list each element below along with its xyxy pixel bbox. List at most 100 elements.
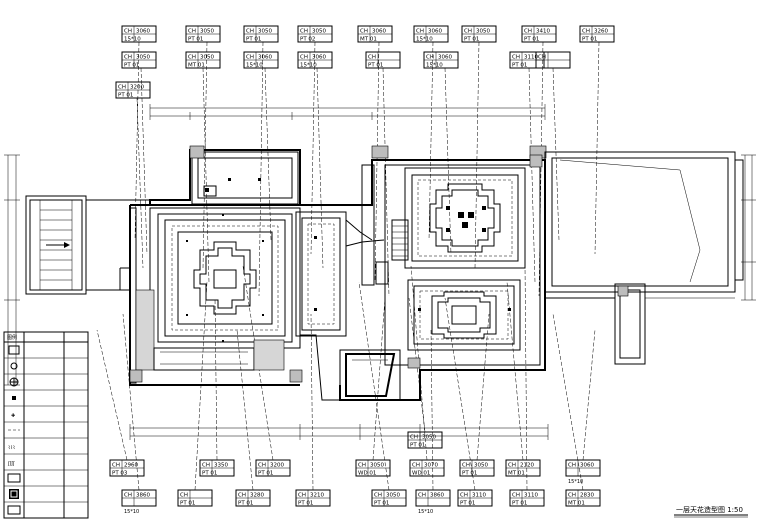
callout-tag-top-4: CH 3050 PT 01: [243, 25, 279, 43]
callout-value: 3860: [430, 493, 444, 499]
callout-value: 3050: [370, 463, 384, 469]
legend-symbol-return-air: ʃʃʃʃ: [7, 461, 15, 467]
leader-line: [258, 41, 264, 297]
leader-line: [476, 313, 490, 461]
staircase-left: [25, 195, 150, 295]
callout-code: CH: [124, 29, 132, 35]
callout-value: 3210: [310, 493, 324, 499]
callout-value: 3200: [270, 463, 284, 469]
callout-sub: 15*10: [246, 63, 263, 69]
callout-code: CH: [246, 55, 254, 61]
dimension-lines-left: [4, 154, 20, 386]
middle-room-ceiling: [295, 164, 389, 337]
legend-table: 图例 ✚ ⌇⌇⌇ ʃʃʃʃ: [3, 331, 89, 519]
callout-code: CH: [582, 29, 590, 35]
callout-code: CH: [188, 55, 196, 61]
dimension-lines-bottom: [129, 424, 549, 440]
callout-sub: PT 01: [246, 37, 261, 43]
callout-value: 3050: [258, 29, 272, 35]
leader-line: [202, 41, 208, 269]
callout-code: CH: [508, 463, 516, 469]
callout-value: 3050: [200, 29, 214, 35]
callout-sub: PT 01: [410, 443, 425, 449]
callout-code: CH: [188, 29, 196, 35]
callout-value: 3110: [524, 493, 538, 499]
leader-line: [474, 41, 480, 269]
callout-sub: PT 01: [180, 501, 195, 507]
callout-sub: PT 01: [238, 501, 253, 507]
callout-code: CH: [246, 29, 254, 35]
callout-code: CH: [358, 463, 366, 469]
callout-code: CH: [410, 435, 418, 441]
callout-code: CH: [568, 463, 576, 469]
callout-note: 15*10: [124, 509, 139, 515]
legend-symbol-air-grille: ⌇⌇⌇: [8, 445, 15, 451]
legend-symbol-downlight: [10, 362, 18, 370]
callout-sub: MT 01: [360, 37, 377, 43]
callout-code: CH: [118, 85, 126, 91]
leader-line: [582, 329, 596, 461]
callout-code: CH: [568, 493, 576, 499]
leader-line: [524, 265, 528, 491]
callout-code: CH: [180, 493, 188, 499]
leader-line: [358, 281, 390, 491]
callout-code: CH: [462, 463, 470, 469]
legend-symbol-square-light: [8, 345, 20, 355]
leader-line: [552, 67, 560, 241]
callout-code: CH: [124, 493, 132, 499]
callout-value: 2120: [520, 463, 534, 469]
callout-sub: PT 01: [118, 93, 133, 99]
leader-line: [310, 313, 314, 491]
callout-value: 3060: [428, 29, 442, 35]
callout-sub: PT 01: [460, 501, 475, 507]
callout-sub: PT 01: [512, 501, 527, 507]
callout-sub: PT 01: [524, 37, 539, 43]
upper-left-room: [189, 145, 299, 205]
callout-code: CH: [512, 55, 520, 61]
callout-value: 3350: [214, 463, 228, 469]
callout-value: 3050: [476, 29, 490, 35]
callout-code: CH: [460, 493, 468, 499]
right-hall-ceiling: [371, 145, 547, 369]
callout-note: 15*10: [418, 509, 433, 515]
callout-code: CH: [238, 493, 246, 499]
leader-line: [264, 67, 272, 241]
callout-sub: PT 01: [582, 37, 597, 43]
callout-note: 15*10: [568, 479, 583, 485]
leader-line: [96, 329, 128, 461]
building-walls: [119, 149, 546, 401]
callout-value: 3280: [250, 493, 264, 499]
legend-symbol-access-panel: [7, 473, 21, 483]
leader-line: [430, 329, 434, 491]
callout-tag-top-15: CH: [535, 51, 571, 69]
callout-value: 3050: [386, 493, 400, 499]
callout-sub: 15*10: [124, 37, 141, 43]
callout-value: 3070: [424, 463, 438, 469]
callout-sub: PT 01: [374, 501, 389, 507]
callout-sub: PT 01: [202, 471, 217, 477]
plan-title-block: 一层天花造型图 1:50: [674, 505, 748, 518]
leader-line: [134, 41, 140, 241]
dimension-lines-right: [741, 154, 756, 301]
lower-stairwell: [300, 334, 401, 401]
callout-sub: 15*10: [426, 63, 443, 69]
callout-code: CH: [258, 463, 266, 469]
dimension-lines-top: [149, 104, 546, 120]
callout-sub: MT 01: [568, 501, 585, 507]
